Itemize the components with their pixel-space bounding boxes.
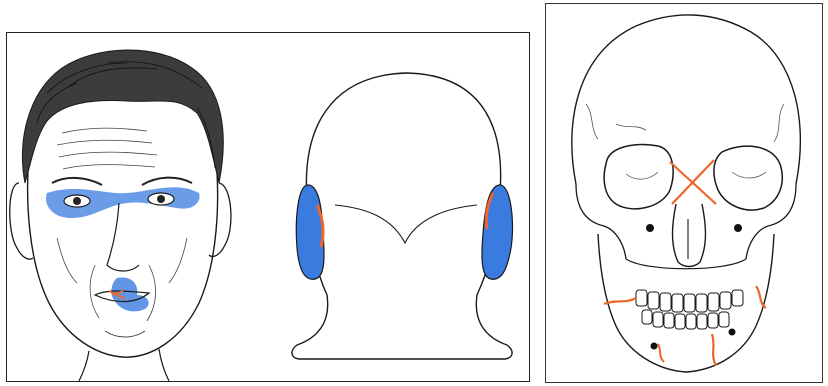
left-infraorbital-foramen [646,224,654,232]
upper-teeth [636,290,743,312]
left-mandible-fracture [604,298,636,304]
lower-teeth [642,310,729,329]
skull-panel [545,3,823,383]
back-of-head [292,73,513,359]
nasal-cavity [673,204,706,267]
face-and-head-panel [6,32,530,382]
right-eyebrow [142,178,192,185]
left-mental-foramen [651,343,658,350]
right-mandible-fracture [756,286,766,308]
maxilla [626,259,746,269]
skull-front [572,15,801,372]
face-outline [28,148,218,357]
left-orbit [604,145,673,209]
head-back-outline [292,73,512,359]
face-hair [22,50,223,183]
cranium-outline [572,15,801,184]
right-infraorbital-foramen [734,224,742,232]
skull-sutures [586,104,784,142]
face-right-ear [209,183,231,257]
face-head-illustration [7,33,529,381]
right-mental-foramen [729,329,736,336]
symphysis-fracture [712,334,716,366]
nasal-bridge-fracture [670,160,716,204]
left-body-fracture [658,344,664,362]
right-iris [157,195,165,203]
skull-illustration [546,4,822,382]
left-zygomatic [576,184,626,259]
left-eyebrow [52,178,102,185]
front-face [10,50,231,381]
right-zygomatic [746,184,796,259]
forehead-wrinkles [57,128,157,169]
chin [105,331,145,337]
left-iris [73,197,81,205]
nose [107,203,139,271]
neck [79,349,169,381]
